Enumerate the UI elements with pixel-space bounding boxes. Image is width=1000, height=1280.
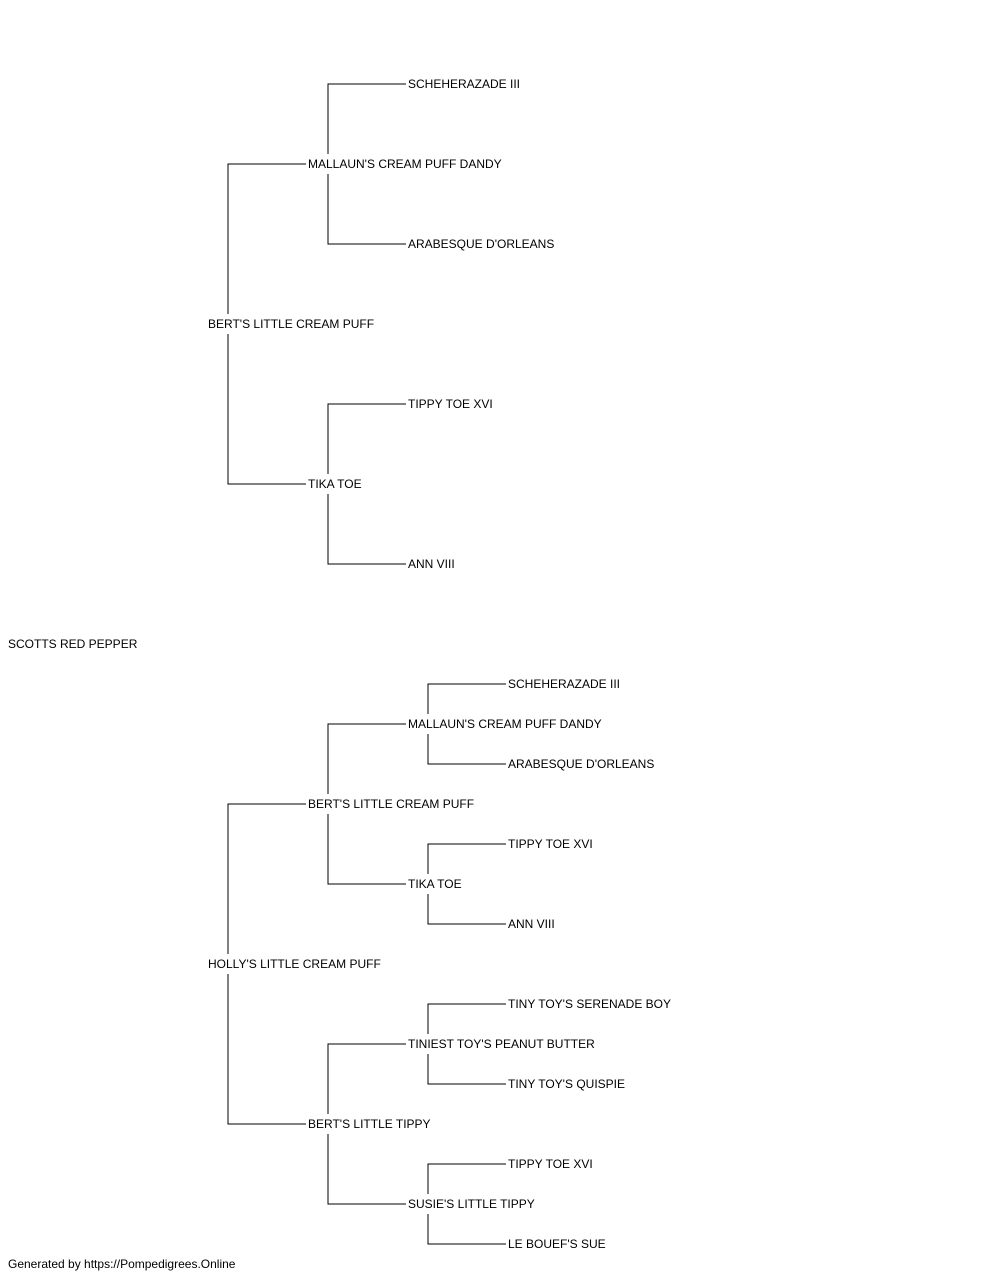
dog-tiny-toy-s-quispie: TINY TOY'S QUISPIE [508, 1077, 625, 1091]
dog-ann-viii: ANN VIII [408, 557, 455, 571]
sire-connector [327, 83, 406, 154]
dog-bert-s-little-tippy: BERT'S LITTLE TIPPY [308, 1117, 431, 1131]
sire-connector [227, 803, 306, 954]
sire-connector [327, 403, 406, 474]
dog-tiny-toy-s-serenade-boy: TINY TOY'S SERENADE BOY [508, 997, 671, 1011]
dam-connector [427, 894, 506, 925]
dog-arabesque-d-orleans: ARABESQUE D'ORLEANS [408, 237, 554, 251]
sire-connector [427, 843, 506, 874]
dam-connector [427, 1054, 506, 1085]
dog-tiniest-toy-s-peanut-butter: TINIEST TOY'S PEANUT BUTTER [408, 1037, 595, 1051]
name-labels: SCOTTS RED PEPPER BERT'S LITTLE CREAM PUF… [8, 77, 671, 1251]
dog-bert-s-little-cream-puff: BERT'S LITTLE CREAM PUFF [308, 797, 474, 811]
sire-connector [427, 1163, 506, 1194]
dog-tippy-toe-xvi: TIPPY TOE XVI [408, 397, 493, 411]
sire-connector [327, 723, 406, 794]
dog-arabesque-d-orleans: ARABESQUE D'ORLEANS [508, 757, 654, 771]
dog-tika-toe: TIKA TOE [408, 877, 462, 891]
sire-connector [427, 1003, 506, 1034]
dog-holly-s-little-cream-puff: HOLLY'S LITTLE CREAM PUFF [208, 957, 381, 971]
sire-connector [227, 163, 306, 314]
dam-connector [427, 1214, 506, 1245]
dog-mallaun-s-cream-puff-dandy: MALLAUN'S CREAM PUFF DANDY [308, 157, 502, 171]
sire-connector [427, 683, 506, 714]
dog-tippy-toe-xvi: TIPPY TOE XVI [508, 1157, 593, 1171]
dog-bert-s-little-cream-puff: BERT'S LITTLE CREAM PUFF [208, 317, 374, 331]
sire-connector [327, 1043, 406, 1114]
dam-connector [427, 734, 506, 765]
dam-connector [327, 494, 406, 565]
dog-scheherazade-iii: SCHEHERAZADE III [408, 77, 520, 91]
dog-tika-toe: TIKA TOE [308, 477, 362, 491]
dam-connector [327, 814, 406, 885]
dog-tippy-toe-xvi: TIPPY TOE XVI [508, 837, 593, 851]
dog-scotts-red-pepper: SCOTTS RED PEPPER [8, 637, 138, 651]
dog-ann-viii: ANN VIII [508, 917, 555, 931]
dog-susie-s-little-tippy: SUSIE'S LITTLE TIPPY [408, 1197, 535, 1211]
dog-le-bouef-s-sue: LE BOUEF'S SUE [508, 1237, 606, 1251]
dog-mallaun-s-cream-puff-dandy: MALLAUN'S CREAM PUFF DANDY [408, 717, 602, 731]
dam-connector [327, 174, 406, 245]
dam-connector [227, 334, 306, 485]
dog-scheherazade-iii: SCHEHERAZADE III [508, 677, 620, 691]
connector-lines [227, 83, 506, 1245]
dam-connector [227, 974, 306, 1125]
footer-credit: Generated by https://Pompedigrees.Online [8, 1257, 236, 1271]
dam-connector [327, 1134, 406, 1205]
